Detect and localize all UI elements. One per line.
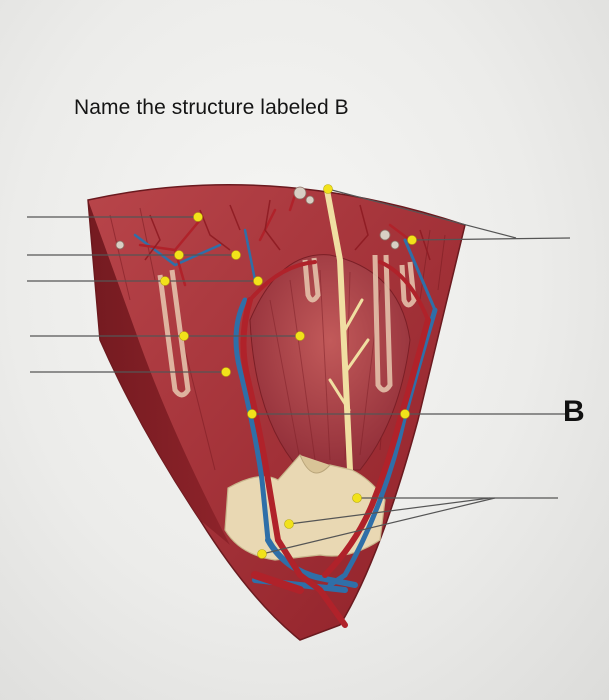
marker-dot <box>253 276 263 286</box>
marker-dot <box>323 184 333 194</box>
nephron-loops <box>157 254 417 398</box>
leader-line-bottom-right-b <box>288 497 491 525</box>
marker-dot <box>284 519 294 529</box>
leader-line-top-right-b <box>411 237 571 241</box>
leader-lines <box>27 188 571 555</box>
question-text: Name the structure labeled B <box>74 96 349 119</box>
marker-dot <box>400 409 410 419</box>
cortical-vessels <box>144 199 431 261</box>
marker-dot <box>247 409 257 419</box>
arteries <box>138 193 431 628</box>
glomeruli <box>115 186 400 250</box>
marker-dot <box>174 250 184 260</box>
marker-dot <box>160 276 170 286</box>
collecting-duct <box>324 187 370 473</box>
papilla-tip <box>299 454 331 474</box>
leader-line-top-right-a <box>327 188 517 239</box>
label-b: B <box>563 395 585 428</box>
label-markers <box>160 184 417 559</box>
renal-pyramid <box>249 254 411 471</box>
marker-dot <box>179 331 189 341</box>
marker-dot <box>295 331 305 341</box>
marker-dot <box>231 250 241 260</box>
marker-dot <box>407 235 417 245</box>
marker-dot <box>352 493 362 503</box>
marker-dot <box>257 549 267 559</box>
marker-dot <box>221 367 231 377</box>
leader-line-bottom-right-c <box>261 497 496 555</box>
marker-dot <box>193 212 203 222</box>
